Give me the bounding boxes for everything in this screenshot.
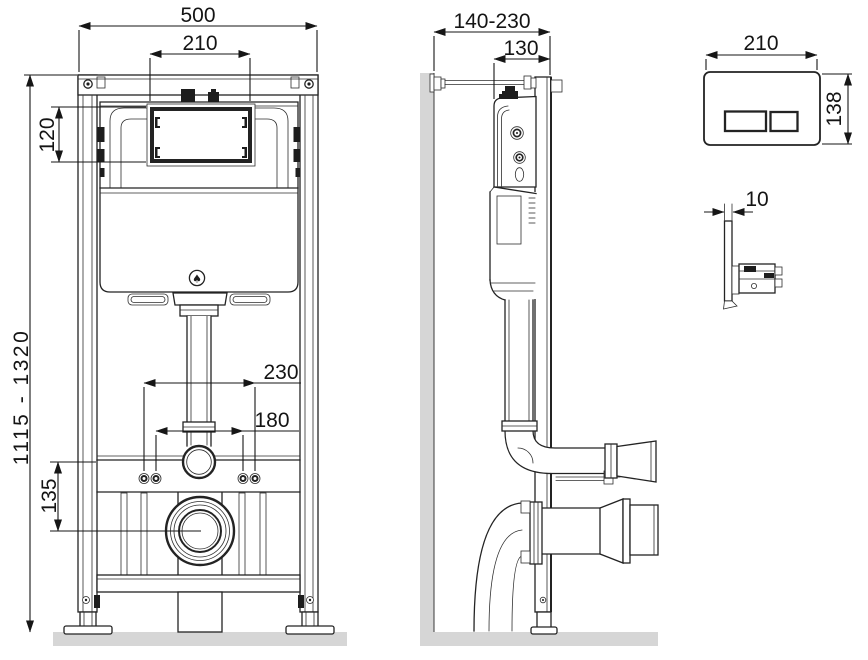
dimensions: 500 210 120 1115 - 1320 135 (10, 4, 852, 633)
dim-frame-depth: 130 (493, 37, 551, 99)
flush-plate-side-view (723, 203, 783, 310)
access-window (146, 103, 256, 167)
dim-label-plate-210: 210 (743, 32, 778, 55)
flush-button-small (769, 110, 799, 133)
dim-fixing-spacing-inner: 180 (155, 409, 299, 471)
dim-frame-height-range: 1115 - 1320 (10, 74, 77, 633)
front-view: ♠ (53, 74, 347, 646)
plate-profile (723, 220, 733, 302)
side-view (420, 73, 659, 646)
drain-cone (599, 498, 624, 564)
floor-surface (53, 632, 347, 646)
dim-label-10: 10 (745, 188, 768, 211)
service-knobs (510, 126, 526, 182)
floor-surface-side (420, 632, 658, 646)
dim-label-230: 230 (263, 361, 298, 384)
brand-logo-icon: ♠ (188, 269, 206, 287)
outlet-duct (177, 591, 223, 633)
frame-rails (77, 74, 319, 613)
wall-surface (420, 73, 434, 632)
dim-plate-height: 138 (822, 73, 852, 145)
bottom-crossbar (96, 574, 301, 593)
dim-outlet-center-height: 135 (38, 461, 201, 532)
dim-overall-width: 500 (78, 4, 318, 72)
dim-label-500: 500 (180, 4, 215, 27)
dim-label-140-230: 140-230 (453, 10, 530, 33)
dim-plate-thickness: 10 (704, 188, 769, 216)
dim-plate-width: 210 (705, 32, 818, 70)
dim-label-120: 120 (36, 117, 59, 152)
flush-plate-front-view (703, 71, 821, 146)
cistern-outlet (172, 292, 228, 306)
flush-pipe (182, 315, 216, 447)
dim-fixing-spacing-outer: 230 (143, 361, 301, 471)
side-inlet-fitting (502, 91, 518, 99)
dim-access-window-width: 210 (149, 32, 251, 101)
top-crossbar (77, 74, 319, 96)
drain-flange (529, 501, 543, 565)
dim-label-130: 130 (503, 37, 538, 60)
cistern: ♠ (97, 89, 301, 317)
dim-label-135: 135 (38, 478, 61, 513)
brand-logo-glyph: ♠ (192, 273, 202, 286)
pan-fixing-holes (138, 473, 261, 484)
inlet-fitting-2 (208, 92, 219, 102)
dim-label-210: 210 (182, 32, 217, 55)
wall-hook (550, 79, 563, 93)
lower-frame (82, 492, 314, 633)
flush-cone (616, 440, 657, 483)
side-mount-tabs (97, 127, 301, 177)
side-cistern (489, 86, 538, 432)
pan-support-bar (96, 444, 301, 493)
adjustable-feet (63, 611, 335, 635)
rib-marks (528, 197, 536, 224)
dim-label-height-range: 1115 - 1320 (10, 329, 33, 465)
dim-label-138: 138 (823, 91, 846, 126)
drain-assembly (473, 498, 659, 632)
flush-bend-connector (181, 444, 217, 480)
dim-access-window-height: 120 (36, 106, 146, 163)
flush-button-large (723, 110, 768, 133)
flush-bend (504, 430, 657, 485)
plate-mechanism (731, 263, 783, 295)
wall-anchor-rod (429, 73, 537, 93)
dim-label-180: 180 (254, 409, 289, 432)
water-inlet-fitting (181, 89, 195, 102)
